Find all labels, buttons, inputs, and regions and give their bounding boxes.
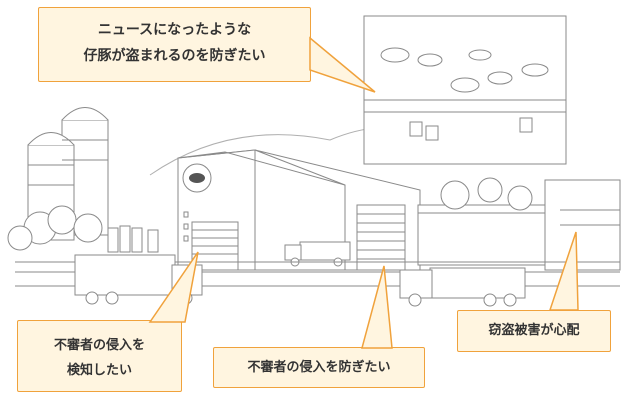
callout-theft-worry: 窃盗被害が心配 <box>457 310 611 352</box>
callout-theft-worry-pointer <box>548 231 579 311</box>
callout-detect-intruder: 不審者の侵入を 検知したい <box>17 320 182 392</box>
callout-news-theft: ニュースになったような 仔豚が盗まれるのを防ぎたい <box>38 7 311 82</box>
callout-prevent-intruder-text: 不審者の侵入を防ぎたい <box>247 360 391 375</box>
callout-detect-intruder-line1: 不審者の侵入を <box>53 338 145 353</box>
pig-pen-inset <box>363 15 567 165</box>
callout-detect-intruder-line2: 検知したい <box>66 363 132 378</box>
callout-detect-intruder-pointer <box>148 251 199 323</box>
trees-left <box>7 205 103 251</box>
callout-news-theft-pointer <box>309 36 376 93</box>
right-buildings <box>417 177 621 271</box>
feed-tanks <box>107 225 159 253</box>
callout-prevent-intruder-pointer <box>361 265 393 349</box>
callout-prevent-intruder: 不審者の侵入を防ぎたい <box>213 347 425 388</box>
callout-news-theft-line2: 仔豚が盗まれるのを防ぎたい <box>83 48 266 64</box>
pig-icon <box>182 163 212 193</box>
livestock-truck-right <box>399 267 526 307</box>
callout-news-theft-line1: ニュースになったような <box>97 22 252 38</box>
callout-theft-worry-text: 窃盗被害が心配 <box>488 323 580 338</box>
